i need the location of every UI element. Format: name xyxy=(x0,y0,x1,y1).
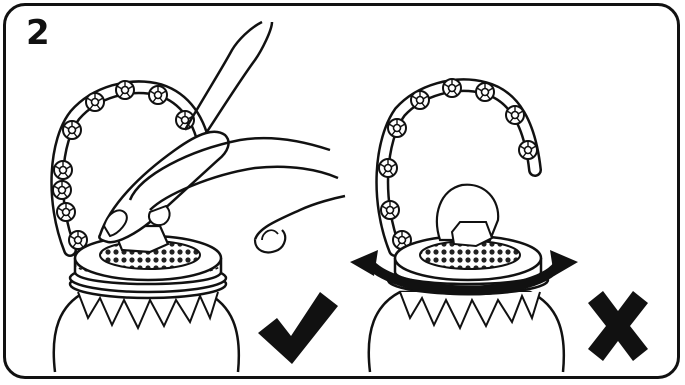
cross-mark-icon xyxy=(588,291,648,361)
right-bottle-illustration xyxy=(350,79,648,372)
left-pressing-hand xyxy=(99,22,345,252)
left-bottle-illustration xyxy=(53,22,345,372)
check-mark-icon xyxy=(258,292,338,364)
